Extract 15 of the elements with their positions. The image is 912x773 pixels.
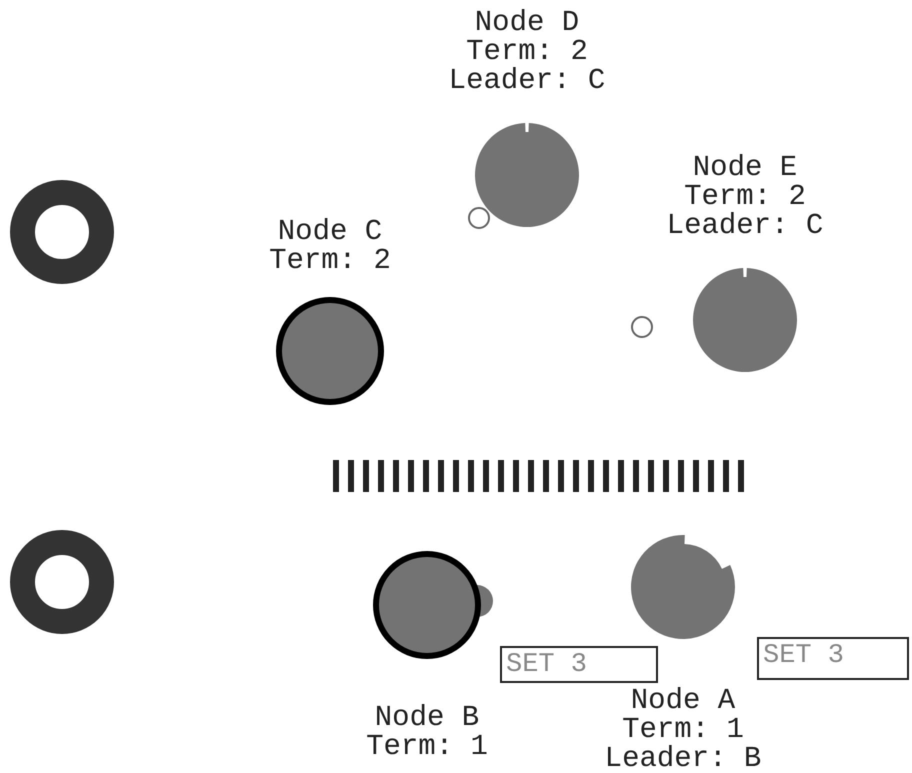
node-label: Term: 2 (466, 37, 588, 66)
command-box: SET 3 (500, 646, 658, 683)
node-label: Node B (374, 703, 480, 732)
node-label: Term: 1 (622, 715, 744, 744)
node-label: Node C (278, 217, 382, 246)
node-label: Node E (692, 153, 798, 182)
node-label: Leader: B (604, 744, 762, 773)
node-label: Node A (630, 686, 736, 715)
node-label: Leader: C (448, 66, 606, 95)
node-label: Leader: C (666, 211, 824, 240)
node-label: Term: 1 (366, 732, 488, 761)
command-box: SET 3 (757, 637, 909, 680)
node-label: Node D (474, 8, 580, 37)
node-label: Term: 2 (269, 246, 391, 275)
node-label: Term: 2 (684, 182, 806, 211)
